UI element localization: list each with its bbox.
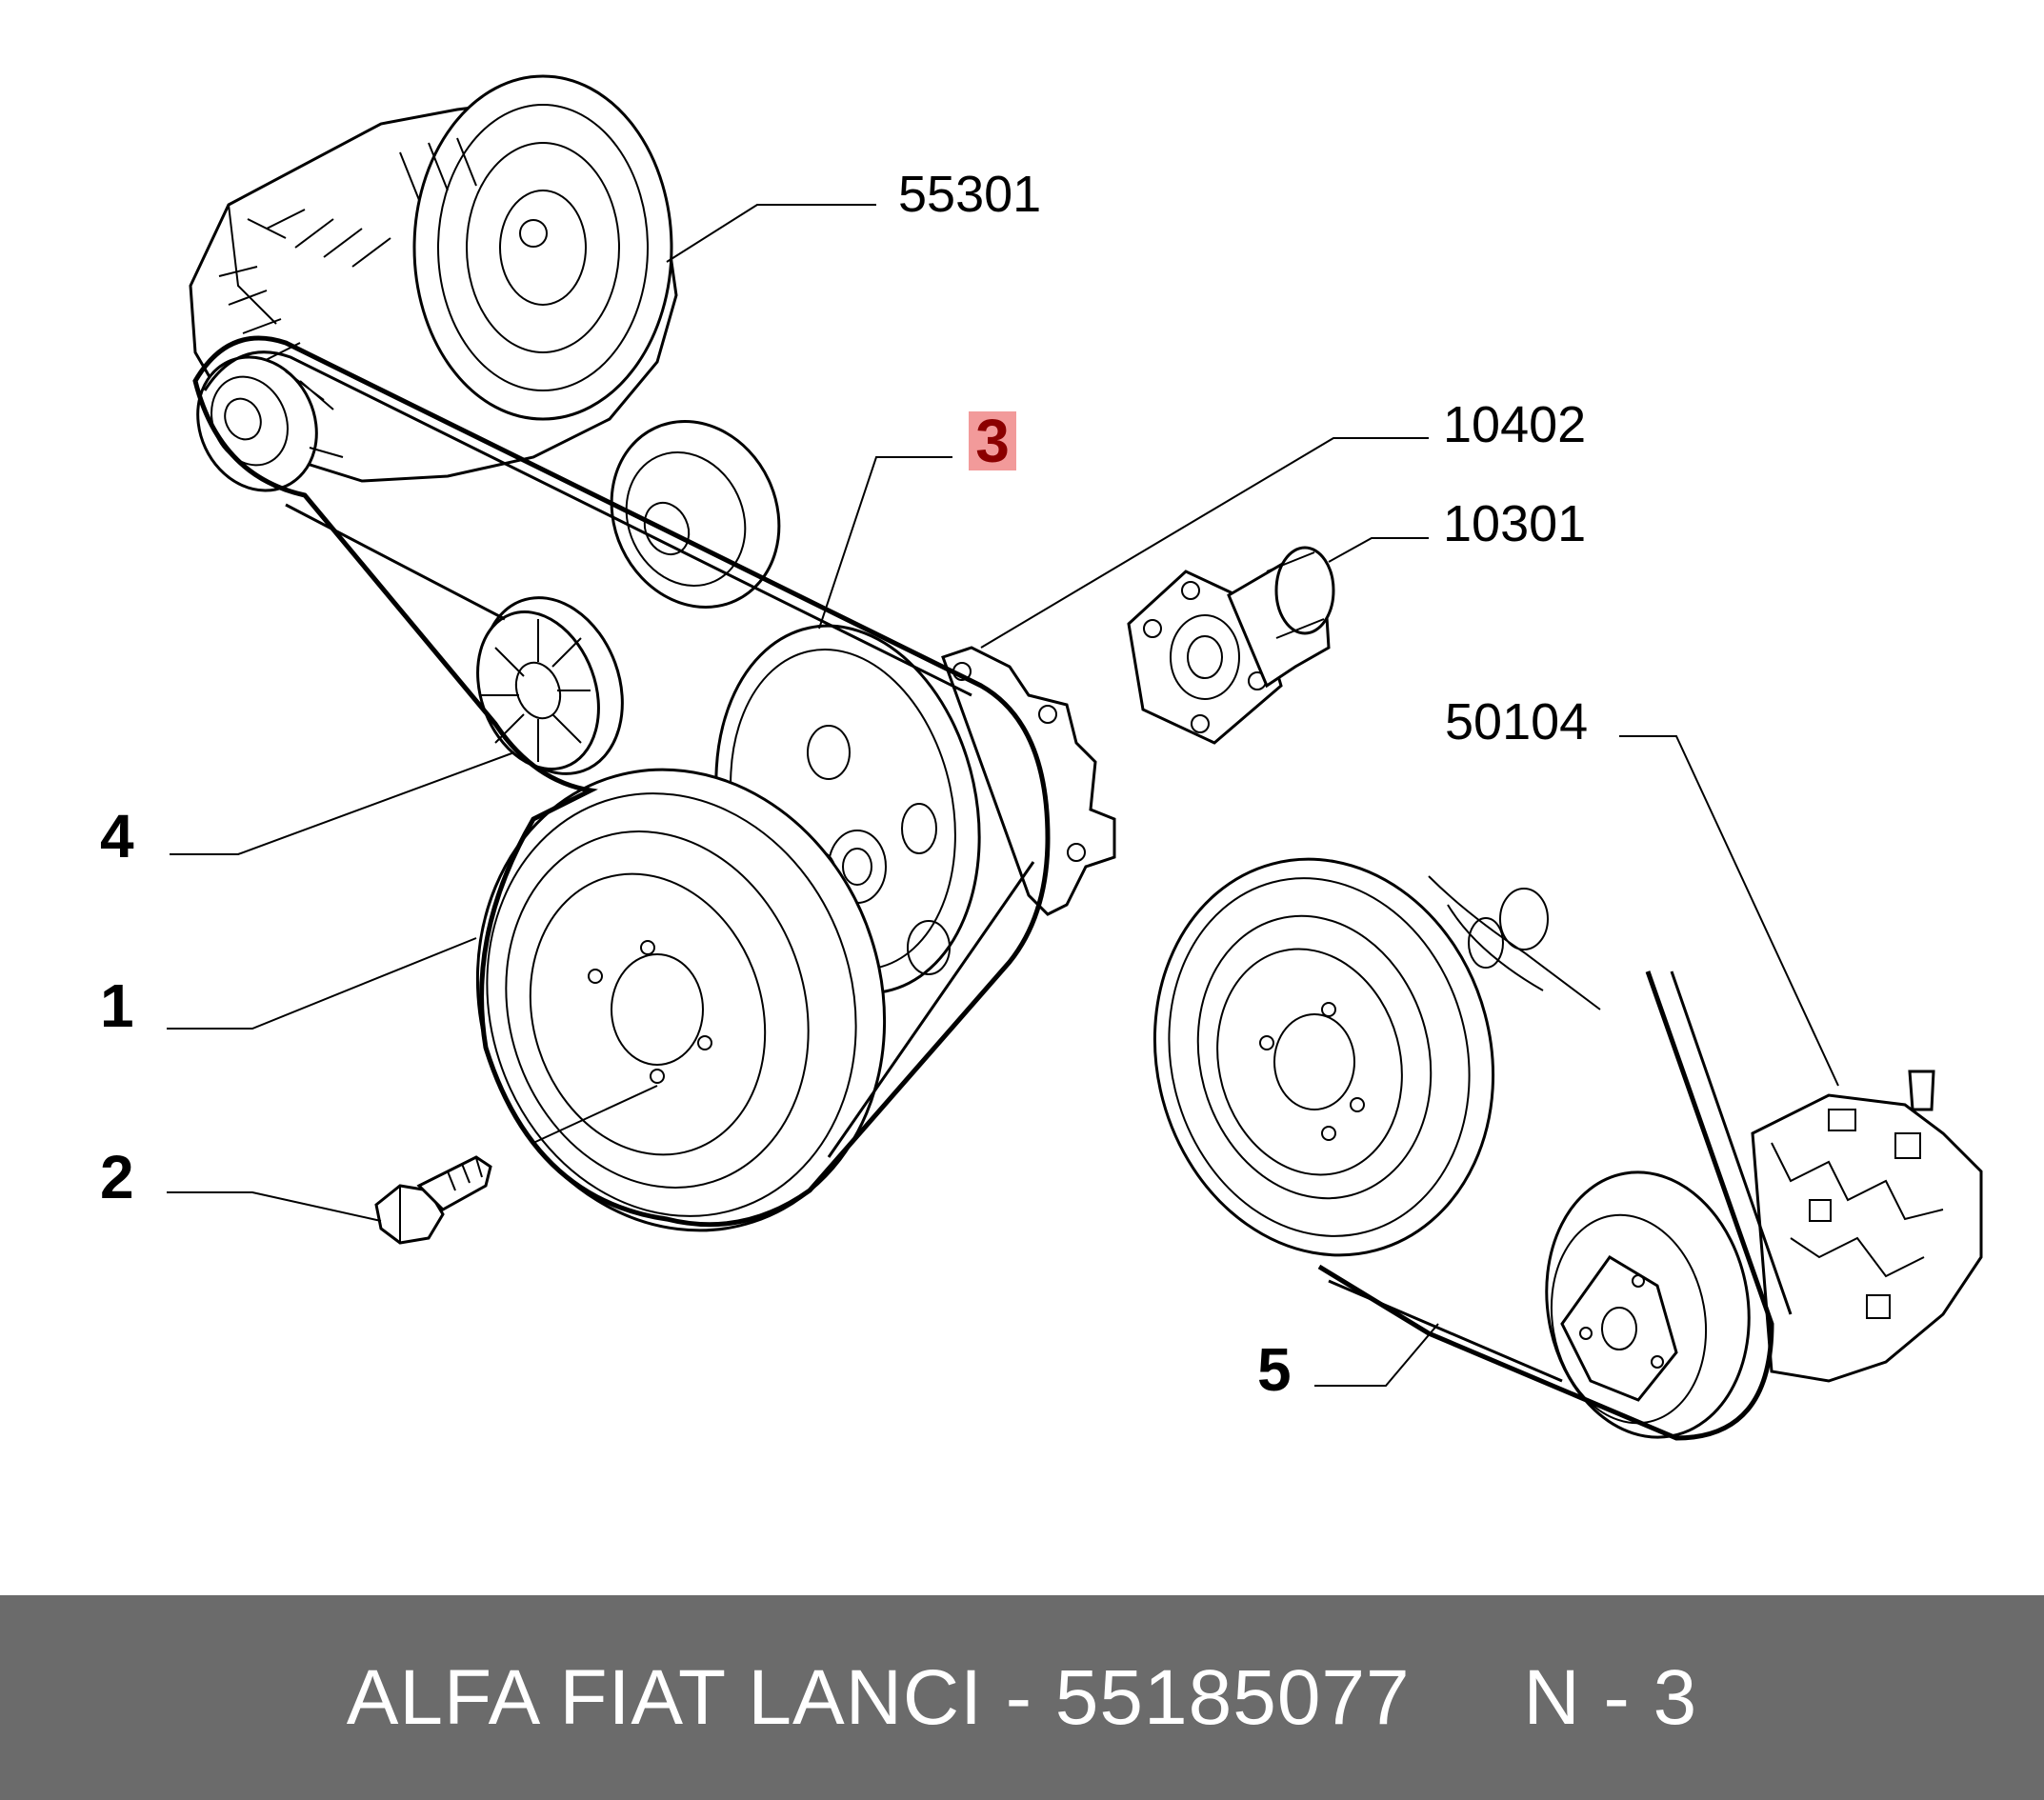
callout-10402: 10402	[1443, 396, 1586, 453]
alternator	[189, 74, 678, 483]
callout-5: 5	[1257, 1335, 1292, 1404]
leader-lines	[167, 204, 1839, 1387]
engine-block-outline	[1428, 875, 1601, 1010]
callout-55301: 55301	[898, 166, 1041, 223]
sensor-body	[1227, 546, 1335, 689]
bolt	[374, 1155, 492, 1245]
callout-1: 1	[100, 971, 134, 1040]
idler-pulley-upper	[610, 420, 781, 609]
callout-3[interactable]: 3	[975, 407, 1010, 475]
callout-3-highlight	[969, 411, 1016, 470]
poly-v-belt	[192, 335, 1051, 1228]
crankshaft-pulley	[475, 768, 887, 1232]
water-pump-housing	[941, 646, 1116, 916]
footer-bar: ALFA FIAT LANCI - 55185077 N - 3	[0, 1595, 2044, 1800]
pump-pulley	[1545, 1170, 1751, 1439]
callout-10301: 10301	[1443, 495, 1586, 552]
footer-part-number: ALFA FIAT LANCI - 55185077 N - 3	[346, 1653, 1698, 1741]
alternator-pulley	[196, 355, 344, 492]
belt-drive-diagram: 55301 3 10402 10301 50104 4 1 2 5	[100, 74, 1983, 1441]
callout-50104: 50104	[1445, 693, 1588, 750]
callout-2: 2	[100, 1143, 134, 1211]
timing-belt	[1317, 970, 1793, 1441]
crankshaft-pulley-right	[1152, 857, 1495, 1257]
injection-pump	[1751, 1070, 1983, 1383]
callout-4: 4	[100, 802, 134, 870]
tensioner-pulley	[476, 596, 624, 775]
